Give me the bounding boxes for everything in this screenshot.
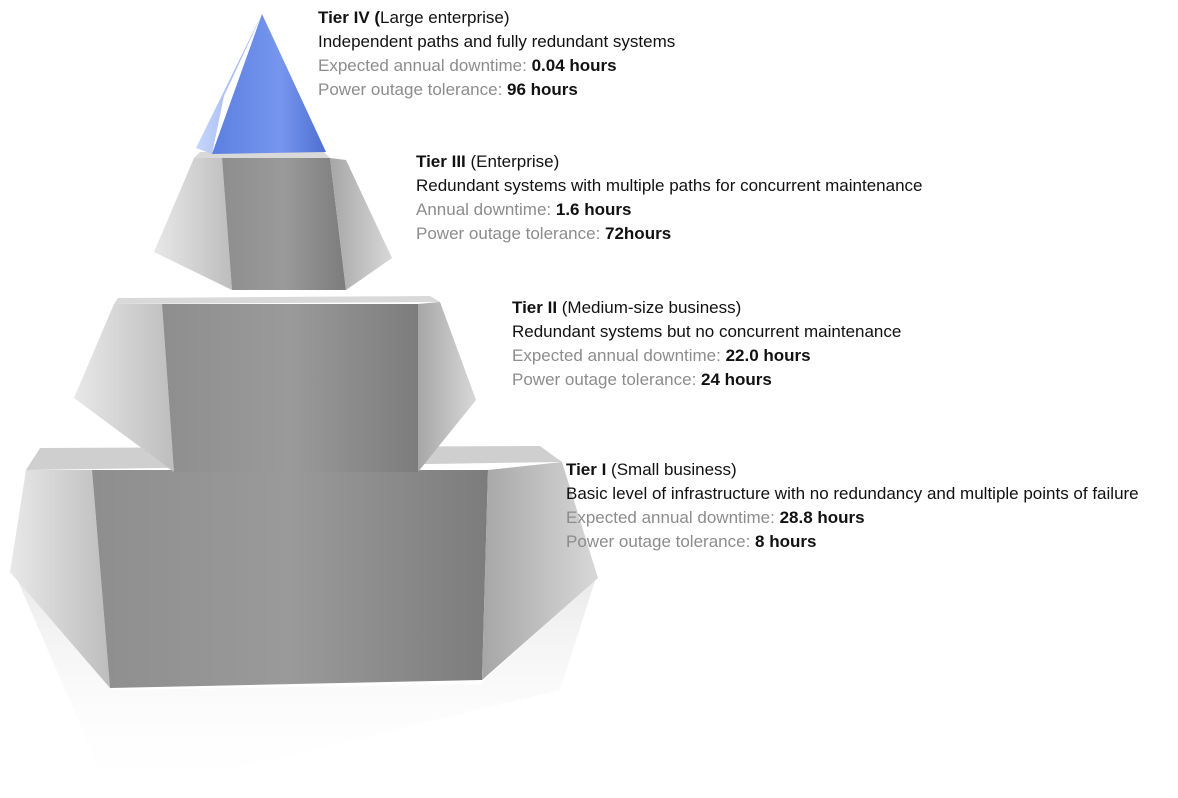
tier-4-left-face	[196, 14, 262, 154]
tier-4-outage-label: Power outage tolerance:	[318, 80, 508, 99]
tier-1-left-face	[10, 470, 110, 688]
tier-1-description: Basic level of infrastructure with no re…	[566, 484, 1139, 503]
tier-1-outage-value: 8 hours	[755, 532, 817, 551]
tier-4-downtime-value: 0.04 hours	[531, 56, 617, 75]
tier-3-info: Tier III (Enterprise) Redundant systems …	[416, 150, 922, 246]
tier-1-info: Tier I (Small business) Basic level of i…	[566, 458, 1166, 554]
tier-1-qualifier: (Small business)	[606, 460, 737, 479]
tier-2-description: Redundant systems but no concurrent main…	[512, 322, 902, 341]
tier-2-front-face	[162, 304, 418, 472]
tier-3-outage-value: 72hours	[605, 224, 672, 243]
tier-1-right-face	[482, 462, 598, 680]
tier-4-block	[196, 14, 326, 154]
tier-3-description: Redundant systems with multiple paths fo…	[416, 176, 923, 195]
pyramid-reflection	[14, 572, 596, 798]
tier-4-name: Tier IV (	[318, 8, 381, 27]
tier-1-downtime-label: Expected annual downtime:	[566, 508, 780, 527]
tier-2-left-face	[74, 304, 174, 472]
tier-2-outage-label: Power outage tolerance:	[512, 370, 702, 389]
tier-4-description: Independent paths and fully redundant sy…	[318, 32, 676, 51]
tier-3-qualifier: (Enterprise)	[465, 152, 560, 171]
tier-1-downtime-value: 28.8 hours	[779, 508, 865, 527]
tier-3-downtime-value: 1.6 hours	[555, 200, 632, 219]
tier-3-left-face	[154, 158, 232, 290]
tier-2-outage-value: 24 hours	[701, 370, 772, 389]
tier-2-downtime-value: 22.0 hours	[725, 346, 811, 365]
tier-4-front-face	[212, 14, 326, 154]
tier-3-front-face	[222, 158, 346, 290]
tier-2-info: Tier II (Medium-size business) Redundant…	[512, 296, 901, 392]
tier-1-outage-label: Power outage tolerance:	[566, 532, 756, 551]
tier-4-qualifier: Large enterprise)	[380, 8, 510, 27]
tier-4-outage-value: 96 hours	[507, 80, 578, 99]
tier-3-block	[154, 152, 392, 290]
tier-3-name: Tier III	[416, 152, 466, 171]
tier-1-name: Tier I	[566, 460, 607, 479]
tier-3-downtime-label: Annual downtime:	[416, 200, 556, 219]
tier-3-outage-label: Power outage tolerance:	[416, 224, 606, 243]
tier-2-qualifier: (Medium-size business)	[557, 298, 742, 317]
tier-4-downtime-label: Expected annual downtime:	[318, 56, 532, 75]
tier-2-downtime-label: Expected annual downtime:	[512, 346, 726, 365]
tier-2-block	[74, 296, 476, 472]
tier-2-top-face	[114, 296, 440, 304]
tier-2-right-face	[418, 302, 476, 472]
tier-1-block	[10, 446, 598, 688]
tier-3-right-face	[330, 158, 392, 290]
tier-2-name: Tier II	[512, 298, 558, 317]
tier-4-info: Tier IV (Large enterprise) Independent p…	[318, 6, 675, 102]
tier-1-front-face	[92, 470, 488, 688]
